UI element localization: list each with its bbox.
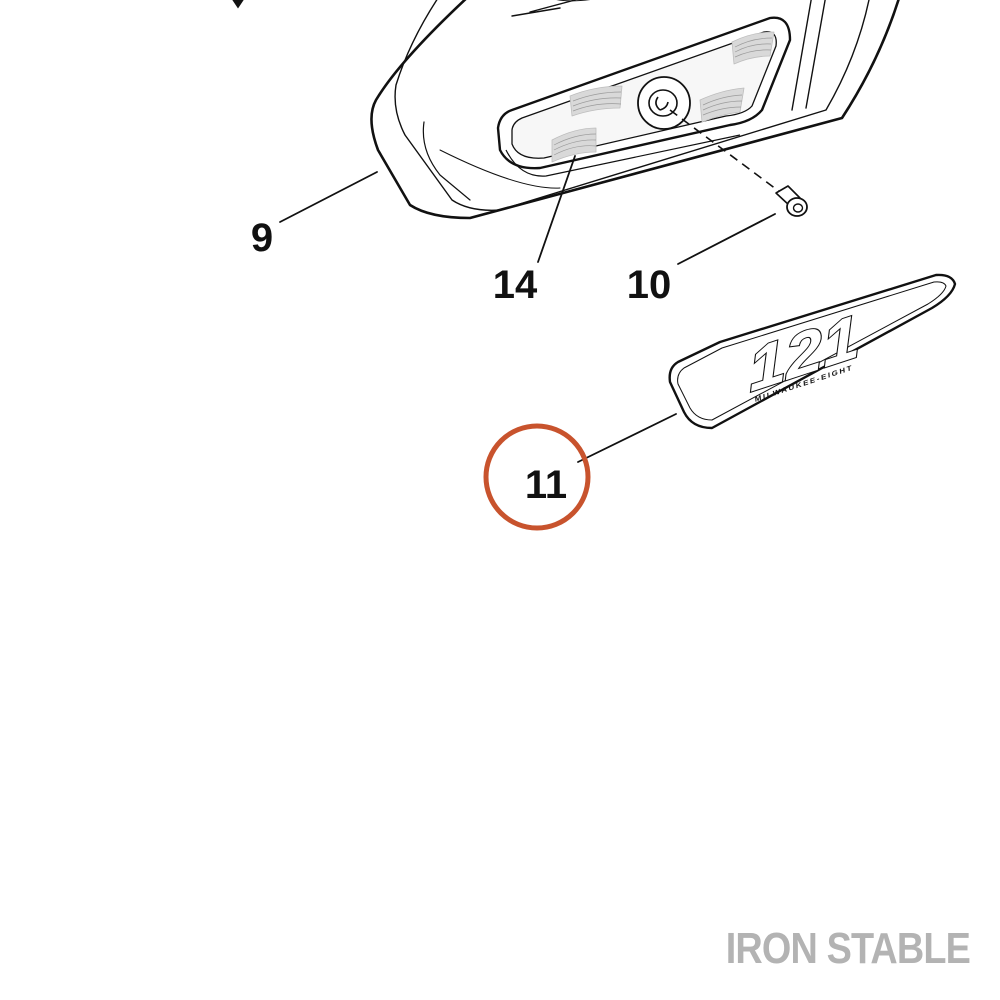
highlight-circle	[483, 423, 591, 531]
lamp-lens-part-14	[496, 16, 792, 177]
callout-label-14: 14	[493, 263, 538, 307]
callout-label-9: 9	[251, 216, 273, 260]
emblem-part-11: 121 MILWAUKEE-EIGHT	[668, 273, 957, 430]
callout-label-10: 10	[627, 263, 672, 307]
watermark-logo-text: IRON STABLE	[725, 924, 971, 973]
reflector-patch	[551, 31, 775, 163]
screw-part-10	[775, 185, 808, 217]
leader-lines	[279, 155, 776, 463]
cropped-label-fragment	[232, 0, 244, 9]
assembly-dashed-line	[669, 109, 781, 193]
callout-label-11: 11	[525, 463, 567, 507]
